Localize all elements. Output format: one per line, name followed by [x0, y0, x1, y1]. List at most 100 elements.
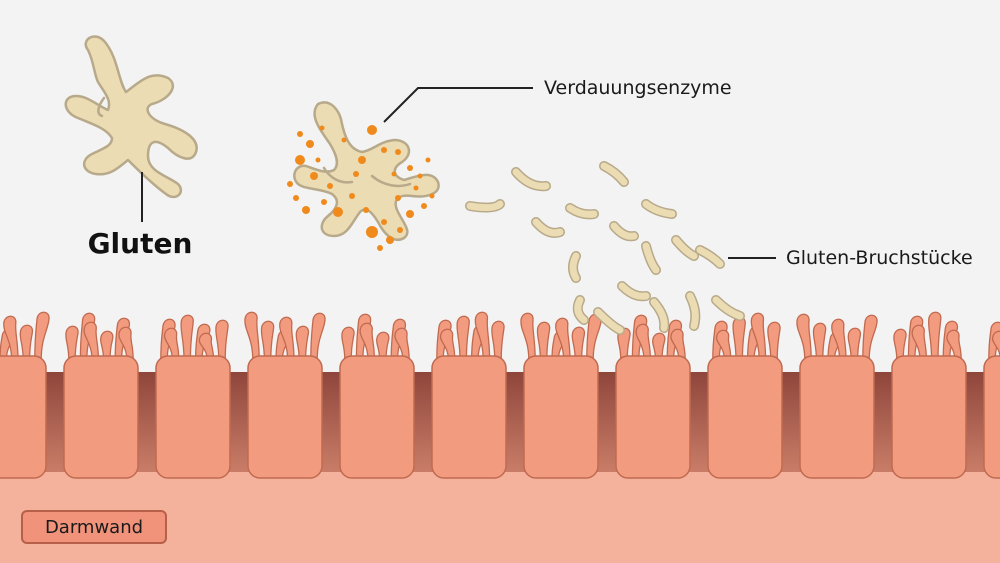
microvilli-layer: [0, 311, 1000, 361]
microvillus: [34, 311, 50, 361]
microvillus: [732, 316, 746, 361]
microvillus: [3, 315, 19, 361]
enzyme-dot: [395, 195, 401, 201]
gluten-fragment: [642, 200, 676, 218]
fragments-label: Gluten-Bruchstücke: [786, 247, 973, 269]
enzyme-dot: [391, 171, 397, 177]
epithelial-cell: [155, 355, 231, 479]
microvillus: [862, 314, 878, 361]
microvillus: [536, 321, 551, 361]
microvillus: [394, 327, 410, 361]
enzyme-dot: [319, 125, 325, 131]
epithelial-cell: [339, 355, 415, 479]
enzyme-dot: [381, 147, 387, 153]
enzyme-dot: [386, 236, 394, 244]
enzyme-dot: [397, 227, 403, 233]
enzyme-dot: [406, 210, 414, 218]
microvillus: [260, 320, 275, 361]
microvillus: [750, 312, 767, 361]
enzyme-dot: [358, 156, 366, 164]
microvillus: [244, 311, 260, 361]
intestinal-wall-tag: [21, 510, 167, 544]
enzyme-dot: [341, 137, 347, 143]
gluten-fragment: [610, 222, 638, 240]
enzyme-dot: [413, 185, 419, 191]
enzyme-dot: [295, 155, 305, 165]
gluten-fragment: [532, 218, 564, 237]
enzyme-dot: [395, 149, 401, 155]
microvillus: [279, 316, 295, 361]
gluten-fragment: [574, 296, 588, 324]
microvillus: [215, 319, 229, 361]
gluten-fragment: [569, 252, 580, 282]
gluten-fragment: [642, 242, 660, 274]
enzyme-dot: [333, 207, 343, 217]
microvillus: [635, 323, 652, 361]
microvillus: [359, 322, 376, 361]
microvillus: [439, 328, 456, 361]
microvillus: [617, 327, 631, 361]
microvillus: [571, 326, 586, 361]
enzyme-dot: [425, 157, 431, 163]
microvillus: [715, 329, 732, 361]
gluten-fragment: [712, 296, 744, 320]
gluten-molecule: [64, 35, 198, 199]
enzyme-dot: [349, 193, 355, 199]
microvillus: [456, 315, 470, 361]
intestinal-wall-label: Darmwand: [45, 517, 143, 538]
microvillus: [812, 322, 827, 361]
enzyme-dot: [306, 140, 314, 148]
enzyme-dot: [293, 195, 299, 201]
microvillus: [310, 312, 326, 361]
microvillus: [651, 332, 666, 361]
gluten-fragments: [465, 161, 745, 335]
enzyme-dot: [297, 131, 303, 137]
microvillus: [893, 328, 907, 361]
gluten-fragment: [600, 162, 628, 186]
microvillus: [911, 324, 928, 361]
digested-gluten-molecule: [293, 101, 440, 241]
microvillus: [19, 324, 34, 361]
microvillus: [555, 317, 571, 361]
microvillus: [927, 311, 942, 361]
gluten-fragment: [594, 308, 624, 334]
microvillus: [670, 328, 686, 361]
gluten-fragment: [618, 282, 650, 300]
microvillus: [586, 313, 602, 361]
epithelial-cell: [615, 355, 691, 479]
microvillus: [83, 321, 100, 361]
enzyme-dot: [327, 183, 333, 189]
enzyme-dot: [366, 226, 378, 238]
enzyme-dot: [302, 206, 310, 214]
enzyme-dot: [363, 207, 369, 213]
enzymes-label-leader: [383, 87, 533, 123]
gluten-fragment: [650, 298, 668, 332]
gluten-fragment: [566, 204, 598, 218]
microvillus: [341, 326, 355, 361]
epithelial-cell: [707, 355, 783, 479]
microvillus: [831, 318, 847, 361]
epithelial-cell: [523, 355, 599, 479]
enzyme-dot: [315, 157, 321, 163]
microvillus: [767, 321, 781, 361]
microvillus: [163, 327, 180, 361]
enzyme-dot: [429, 193, 435, 199]
epithelial-cell: [983, 355, 1000, 479]
microvillus: [99, 330, 114, 361]
gluten-fragment: [696, 246, 724, 268]
enzyme-dot: [310, 172, 318, 180]
epithelial-cell: [0, 355, 47, 479]
microvillus: [847, 327, 862, 361]
gluten-fragment: [466, 200, 504, 212]
enzyme-dot: [407, 165, 413, 171]
microvillus: [520, 312, 536, 361]
microvillus: [474, 311, 491, 361]
epithelial-cell: [799, 355, 875, 479]
gluten-label: Gluten: [88, 227, 193, 260]
gluten-fragment: [512, 168, 550, 190]
enzyme-dot: [367, 125, 377, 135]
enzyme-dot: [417, 173, 423, 179]
microvillus: [946, 329, 962, 361]
enzyme-dot: [377, 245, 383, 251]
